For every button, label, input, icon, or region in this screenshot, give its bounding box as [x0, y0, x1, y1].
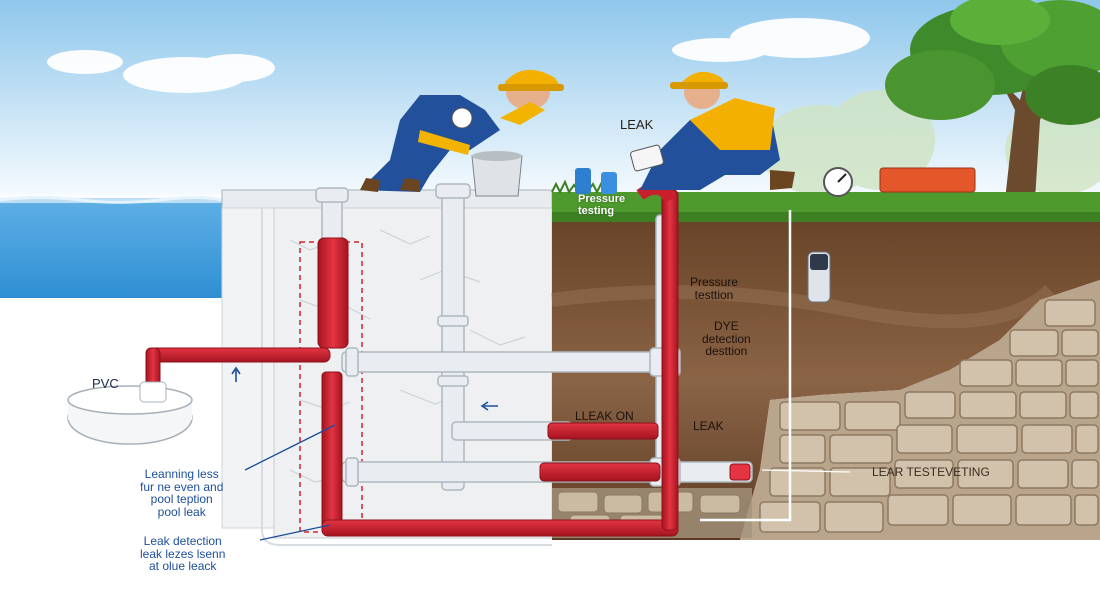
- bucket: [471, 151, 523, 197]
- worker-right: [630, 71, 795, 190]
- flow-arrow-1: [231, 366, 241, 382]
- pool-wall: [221, 207, 275, 529]
- tools: [575, 167, 976, 197]
- label-pvc: PVC: [92, 376, 119, 391]
- pool-water: [0, 198, 222, 298]
- label-pressure-testing-grass: Pressure testing: [578, 193, 626, 217]
- flow-arrow-2: [480, 401, 498, 411]
- label-dye-detection: DYE detection desttion: [702, 319, 751, 359]
- soil: [552, 222, 1100, 540]
- concrete-section: [273, 207, 553, 539]
- clouds: [47, 18, 870, 93]
- sensor-line: [700, 210, 792, 522]
- label-learning-note: Leanning less fur ne even and pool tepti…: [140, 467, 224, 519]
- stone-blocks: [759, 299, 1099, 533]
- label-leak-top: LEAK: [620, 117, 654, 132]
- label-leak-mid: LLEAK ON: [575, 409, 634, 423]
- label-leak-right: LEAK: [693, 419, 724, 433]
- worker-left: [360, 69, 564, 192]
- note-leader-3: [761, 469, 851, 473]
- tree: [885, 0, 1100, 200]
- pvc-tank: [67, 381, 193, 445]
- label-pressure-testing-soil: Pressure testtion: [690, 275, 739, 302]
- label-leak-detection-note: Leak detection leak lezes lsenn at olue …: [140, 534, 226, 574]
- pressure-sensor: [807, 251, 831, 303]
- note-leader-2: [259, 524, 331, 541]
- label-leak-testing: LEAR TESTEVETING: [872, 465, 990, 479]
- note-leader-1: [244, 424, 336, 471]
